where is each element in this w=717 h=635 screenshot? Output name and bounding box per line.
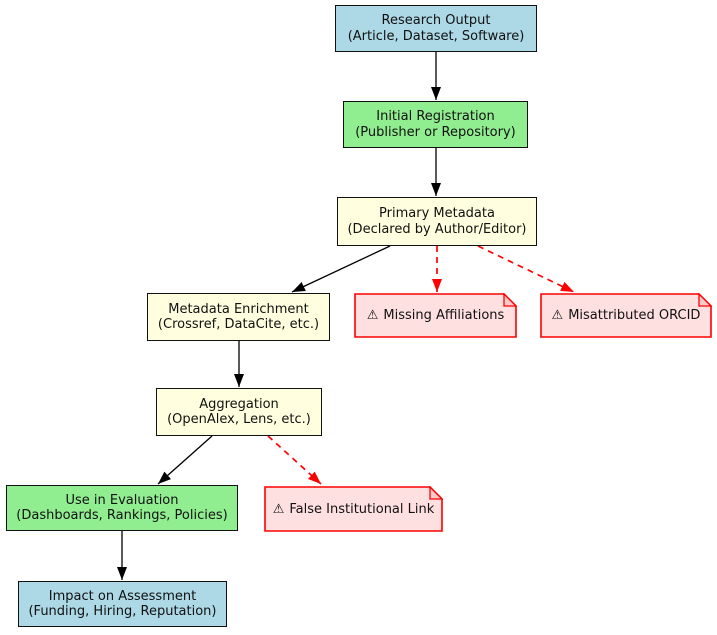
edge-aggregation-to-false-link (267, 435, 322, 485)
warning-icon: ⚠ (272, 501, 285, 517)
node-subtitle: (Article, Dataset, Software) (347, 28, 525, 44)
note-shape-bg (354, 293, 517, 338)
note-label: ⚠ Missing Affiliations (354, 293, 517, 338)
note-shape-bg (540, 293, 712, 338)
node-aggregation: Aggregation (OpenAlex, Lens, etc.) (156, 388, 322, 436)
node-primary-metadata: Primary Metadata (Declared by Author/Edi… (337, 197, 537, 246)
node-use-in-evaluation: Use in Evaluation (Dashboards, Rankings,… (6, 485, 238, 531)
node-title: Research Output (381, 13, 491, 28)
node-subtitle: (OpenAlex, Lens, etc.) (167, 412, 311, 427)
node-title: Impact on Assessment (48, 588, 197, 604)
note-label: ⚠ Misattributed ORCID (540, 293, 712, 338)
edge-metadata-to-enrichment (291, 245, 391, 293)
note-misattributed-orcid: ⚠ Misattributed ORCID (540, 293, 712, 338)
node-subtitle: (Declared by Author/Editor) (347, 221, 527, 237)
edge-metadata-to-misattributed-orcid (477, 245, 575, 293)
node-title: Aggregation (199, 396, 279, 412)
node-subtitle: (Publisher or Repository) (355, 124, 516, 140)
node-title: Primary Metadata (379, 206, 495, 221)
note-shape-bg (264, 486, 443, 532)
node-subtitle: (Crossref, DataCite, etc.) (157, 317, 320, 332)
note-text: Misattributed ORCID (568, 308, 701, 323)
node-subtitle: (Dashboards, Rankings, Policies) (16, 508, 228, 523)
node-subtitle: (Funding, Hiring, Reputation) (28, 604, 217, 619)
node-metadata-enrichment: Metadata Enrichment (Crossref, DataCite,… (147, 293, 330, 341)
note-label: ⚠ False Institutional Link (264, 486, 443, 532)
note-text: False Institutional Link (289, 501, 435, 517)
node-title: Metadata Enrichment (168, 301, 309, 317)
node-impact-on-assessment: Impact on Assessment (Funding, Hiring, R… (18, 581, 227, 627)
note-false-institutional-link: ⚠ False Institutional Link (264, 486, 443, 532)
note-missing-affiliations: ⚠ Missing Affiliations (354, 293, 517, 338)
node-title: Use in Evaluation (65, 492, 179, 508)
node-title: Initial Registration (376, 109, 495, 124)
node-initial-registration: Initial Registration (Publisher or Repos… (343, 101, 528, 148)
node-research-output: Research Output (Article, Dataset, Softw… (335, 5, 537, 52)
warning-icon: ⚠ (366, 308, 379, 323)
note-text: Missing Affiliations (383, 308, 505, 323)
warning-icon: ⚠ (551, 308, 564, 323)
edge-aggregation-to-evaluation (157, 435, 213, 485)
